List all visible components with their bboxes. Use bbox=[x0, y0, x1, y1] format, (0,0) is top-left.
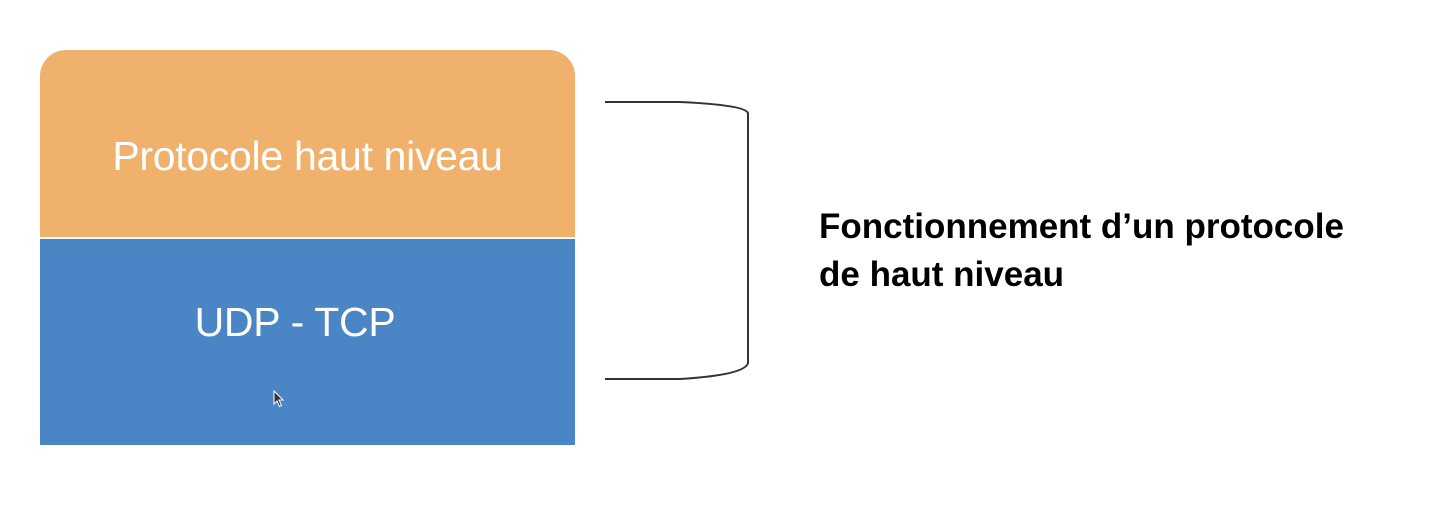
caption-line-2: de haut niveau bbox=[819, 255, 1065, 294]
caption: Fonctionnement d’un protocole de haut ni… bbox=[819, 203, 1419, 299]
layer-high-level-protocol: Protocole haut niveau bbox=[40, 50, 575, 237]
layer-transport: UDP - TCP bbox=[40, 239, 575, 445]
caption-line-1: Fonctionnement d’un protocole bbox=[819, 207, 1344, 246]
layer-divider bbox=[40, 237, 575, 239]
mouse-cursor-icon bbox=[273, 390, 285, 408]
bracket-icon bbox=[605, 101, 749, 380]
protocol-stack: Protocole haut niveau UDP - TCP bbox=[40, 50, 575, 445]
layer-high-level-protocol-label: Protocole haut niveau bbox=[112, 132, 503, 179]
bracket-line bbox=[605, 101, 749, 380]
layer-transport-label: UDP - TCP bbox=[194, 298, 396, 345]
